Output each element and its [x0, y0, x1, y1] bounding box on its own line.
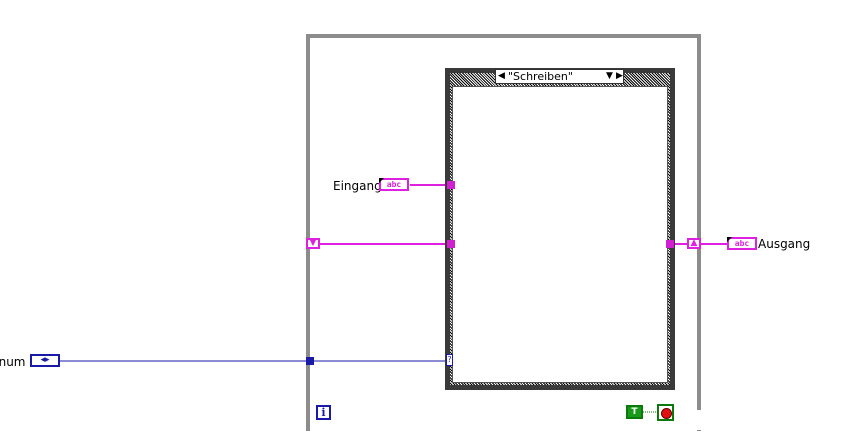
- selector-terminal-glyph: ?: [447, 355, 452, 364]
- while-loop[interactable]: [306, 34, 701, 431]
- prev-case-icon[interactable]: ◀: [498, 71, 505, 81]
- output-string-indicator[interactable]: abc: [727, 237, 757, 250]
- case-selector-value: "Schreiben": [508, 70, 573, 83]
- shift-register-right[interactable]: ▲: [687, 238, 701, 249]
- case-selector-terminal[interactable]: ?: [446, 354, 453, 366]
- input-tunnel[interactable]: [447, 181, 455, 189]
- string-icon: abc: [386, 180, 402, 189]
- enum-tunnel[interactable]: [306, 357, 314, 365]
- shift-register-tunnel[interactable]: [447, 240, 455, 248]
- info-icon: i: [321, 406, 326, 419]
- stop-icon: [661, 408, 672, 419]
- enum-control[interactable]: ◂▸: [30, 354, 60, 367]
- arrow-down-icon: ▼: [309, 238, 317, 248]
- case-structure-diagram: [452, 86, 668, 383]
- enum-icon: ◂▸: [40, 355, 50, 365]
- chevron-down-icon[interactable]: ▼: [606, 71, 613, 81]
- input-control-label: Eingang: [333, 179, 382, 193]
- arrow-up-icon: ▲: [690, 238, 698, 248]
- input-string-control[interactable]: abc: [379, 178, 409, 191]
- loop-condition-terminal[interactable]: [657, 404, 674, 421]
- boolean-constant-true[interactable]: T: [626, 405, 643, 419]
- enum-control-label: Enum: [0, 355, 26, 369]
- iteration-terminal[interactable]: i: [316, 405, 331, 420]
- next-case-icon[interactable]: ▶: [616, 71, 623, 81]
- output-indicator-label: Ausgang: [758, 237, 811, 251]
- shift-register-left[interactable]: ▼: [306, 238, 320, 249]
- output-tunnel[interactable]: [666, 240, 674, 248]
- case-selector[interactable]: ◀ "Schreiben" ▼ ▶: [495, 69, 624, 84]
- while-loop-gap: [697, 410, 701, 430]
- boolean-glyph: T: [631, 407, 638, 417]
- string-icon: abc: [734, 239, 750, 248]
